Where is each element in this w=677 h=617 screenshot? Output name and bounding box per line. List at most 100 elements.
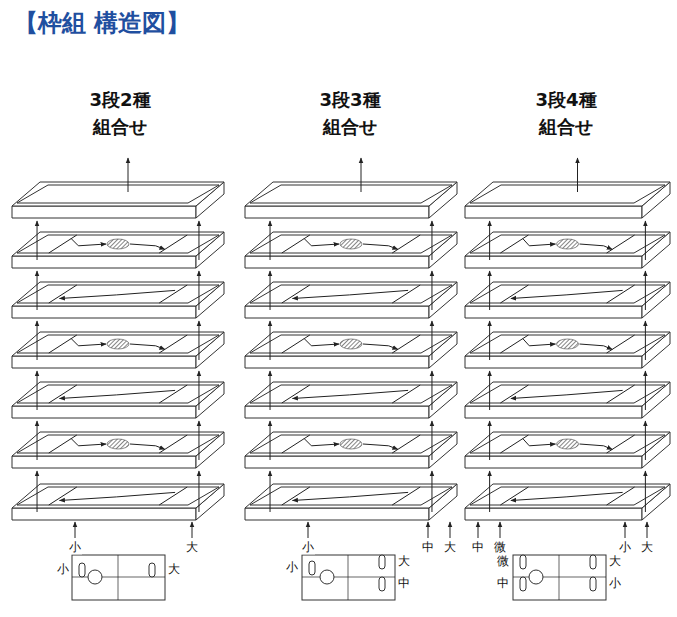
frame-inner — [470, 285, 665, 303]
plate-slot — [520, 555, 526, 569]
frame-front — [465, 456, 642, 468]
frame-front — [245, 256, 429, 268]
frame-partition — [500, 335, 528, 353]
frame-front — [12, 356, 196, 368]
frame-front — [12, 256, 196, 268]
riser-arrow — [198, 321, 199, 360]
frame-partition — [49, 285, 77, 303]
inlet-arrow — [428, 522, 429, 538]
riser-arrow — [37, 471, 38, 512]
frame-partition — [500, 385, 528, 403]
frame-inner — [250, 335, 452, 353]
frame-top — [12, 382, 224, 406]
riser-arrow — [431, 271, 432, 310]
riser-arrow — [431, 471, 432, 512]
frame-partition — [392, 335, 420, 353]
frame-top — [245, 282, 457, 306]
frame-partition — [159, 285, 187, 303]
flow-label: 小 — [68, 541, 82, 554]
frame-top — [245, 182, 457, 206]
flow-line — [59, 390, 175, 398]
frame-front — [245, 356, 429, 368]
plate-slot — [149, 563, 155, 577]
frame-partition — [159, 487, 187, 505]
flow-line — [59, 290, 175, 298]
frame-top — [245, 484, 457, 508]
frame-top — [465, 282, 670, 306]
flow-line — [511, 492, 623, 500]
frame-partition — [607, 487, 635, 505]
flow-label: 大 — [185, 541, 199, 554]
riser-arrow — [645, 221, 646, 260]
frame-partition — [49, 487, 77, 505]
riser-arrow — [198, 421, 199, 460]
outlet-arrow — [128, 158, 129, 192]
frame-top — [465, 232, 670, 256]
riser-arrow — [270, 221, 271, 260]
riser-arrow — [431, 421, 432, 460]
frame-front — [12, 508, 196, 520]
inlet-arrow — [478, 522, 479, 538]
plate-slot — [79, 563, 85, 577]
frame-partition — [607, 235, 635, 253]
frame-inner — [17, 335, 219, 353]
plate-hole — [320, 570, 334, 584]
frame-partition — [159, 385, 187, 403]
frame-inner — [250, 185, 452, 203]
flow-arrow — [130, 444, 165, 449]
flow-label: 中 — [471, 541, 485, 554]
frame-top — [12, 182, 224, 206]
frame-partition — [607, 285, 635, 303]
flow-arrow — [363, 444, 398, 449]
frame-partition — [607, 435, 635, 453]
inlet-arrow — [500, 522, 501, 538]
frame-top — [465, 182, 670, 206]
frame-partition — [392, 385, 420, 403]
frame-inner — [470, 335, 665, 353]
frame-partition — [392, 235, 420, 253]
flow-label: 中 — [496, 577, 510, 590]
filter-pad — [340, 439, 362, 449]
frame-top — [12, 332, 224, 356]
riser-arrow — [270, 371, 271, 410]
frame-front — [465, 356, 642, 368]
column-heading: 3段3種 組合せ — [300, 86, 400, 140]
riser-arrow — [270, 271, 271, 310]
frame-top — [12, 484, 224, 508]
filter-pad — [557, 439, 579, 449]
frame-partition — [282, 235, 310, 253]
frame-partition — [159, 435, 187, 453]
flow-arrow — [523, 439, 556, 446]
flow-label: 小 — [608, 577, 622, 590]
frame-partition — [392, 435, 420, 453]
flow-arrow — [304, 339, 339, 346]
filter-pad — [107, 239, 129, 249]
riser-arrow — [37, 221, 38, 260]
inlet-arrow — [75, 522, 76, 538]
flow-label: 小 — [56, 563, 70, 576]
plate-slot — [379, 555, 385, 569]
inlet-arrow — [450, 522, 451, 538]
flow-line — [292, 390, 408, 398]
flow-line — [511, 290, 623, 298]
riser-arrow — [37, 371, 38, 410]
outlet-arrow — [577, 158, 578, 192]
flow-label: 小 — [285, 561, 299, 574]
riser-arrow — [645, 471, 646, 512]
flow-arrow — [71, 439, 106, 446]
plate-slot — [590, 577, 596, 591]
riser-arrow — [489, 371, 490, 410]
riser-arrow — [645, 321, 646, 360]
inlet-arrow — [625, 522, 626, 538]
flow-arrow — [130, 244, 165, 249]
riser-arrow — [37, 421, 38, 460]
frame-partition — [49, 435, 77, 453]
flow-arrow — [363, 244, 398, 249]
riser-arrow — [198, 471, 199, 512]
filter-pad — [557, 239, 579, 249]
plate-slot — [379, 577, 385, 591]
frame-inner — [17, 235, 219, 253]
frame-partition — [607, 385, 635, 403]
filter-pad — [107, 339, 129, 349]
frame-top — [12, 232, 224, 256]
